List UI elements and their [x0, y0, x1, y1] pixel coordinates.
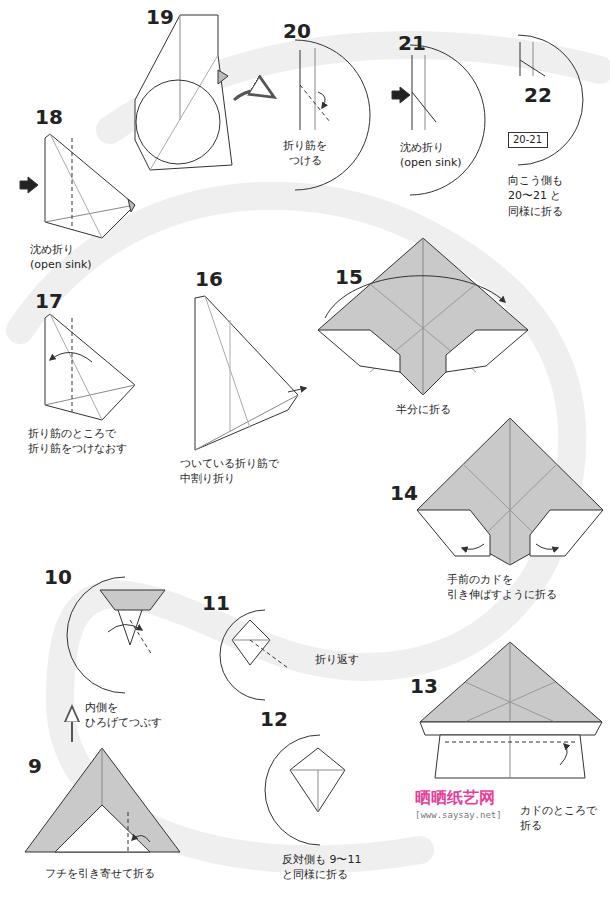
step-reference: 20-21	[513, 134, 543, 146]
step-number: 14	[390, 482, 418, 504]
instruction-caption: カドのところで 折る	[520, 803, 602, 834]
step-reference-box: 20-21	[508, 132, 548, 148]
step-number: 11	[202, 592, 230, 614]
step-drawings	[20, 15, 603, 852]
instruction-caption: 反対側も 9〜11 と同様に折る	[282, 852, 392, 883]
watermark-url: [www.saysay.net]	[415, 810, 502, 820]
step-number: 22	[524, 84, 552, 106]
instruction-caption: 内側を ひろげてつぶす	[85, 700, 155, 731]
step-number: 15	[335, 266, 363, 288]
step-number: 20	[283, 20, 311, 42]
instruction-caption: 手前のカドを 引き伸ばすように折る	[447, 572, 551, 603]
step-number: 16	[195, 268, 223, 290]
instruction-caption: 折り筋を つける	[278, 138, 333, 169]
instruction-caption: 折り筋のところで 折り筋をつけなおす	[28, 426, 132, 457]
watermark: 晒晒纸艺网	[415, 788, 495, 809]
step-number: 18	[35, 106, 63, 128]
step-number: 17	[35, 290, 63, 312]
step-number: 19	[146, 6, 174, 28]
step-number: 12	[260, 708, 288, 730]
instruction-caption: ついている折り筋で 中割り折り	[180, 456, 284, 487]
instruction-caption: 沈め折り (open sink)	[400, 140, 466, 171]
instruction-caption: 折り返す	[315, 652, 385, 667]
step-number: 13	[410, 675, 438, 697]
instruction-caption: 半分に折る	[383, 402, 463, 417]
instruction-caption: フチを引き寄せて折る	[45, 866, 185, 881]
instruction-caption: 沈め折り (open sink)	[30, 242, 96, 273]
step-number: 21	[398, 32, 426, 54]
instruction-caption: 向こう側も 20〜21 と 同様に折る	[508, 173, 572, 219]
step-number: 9	[28, 755, 42, 777]
step-number: 10	[44, 566, 72, 588]
